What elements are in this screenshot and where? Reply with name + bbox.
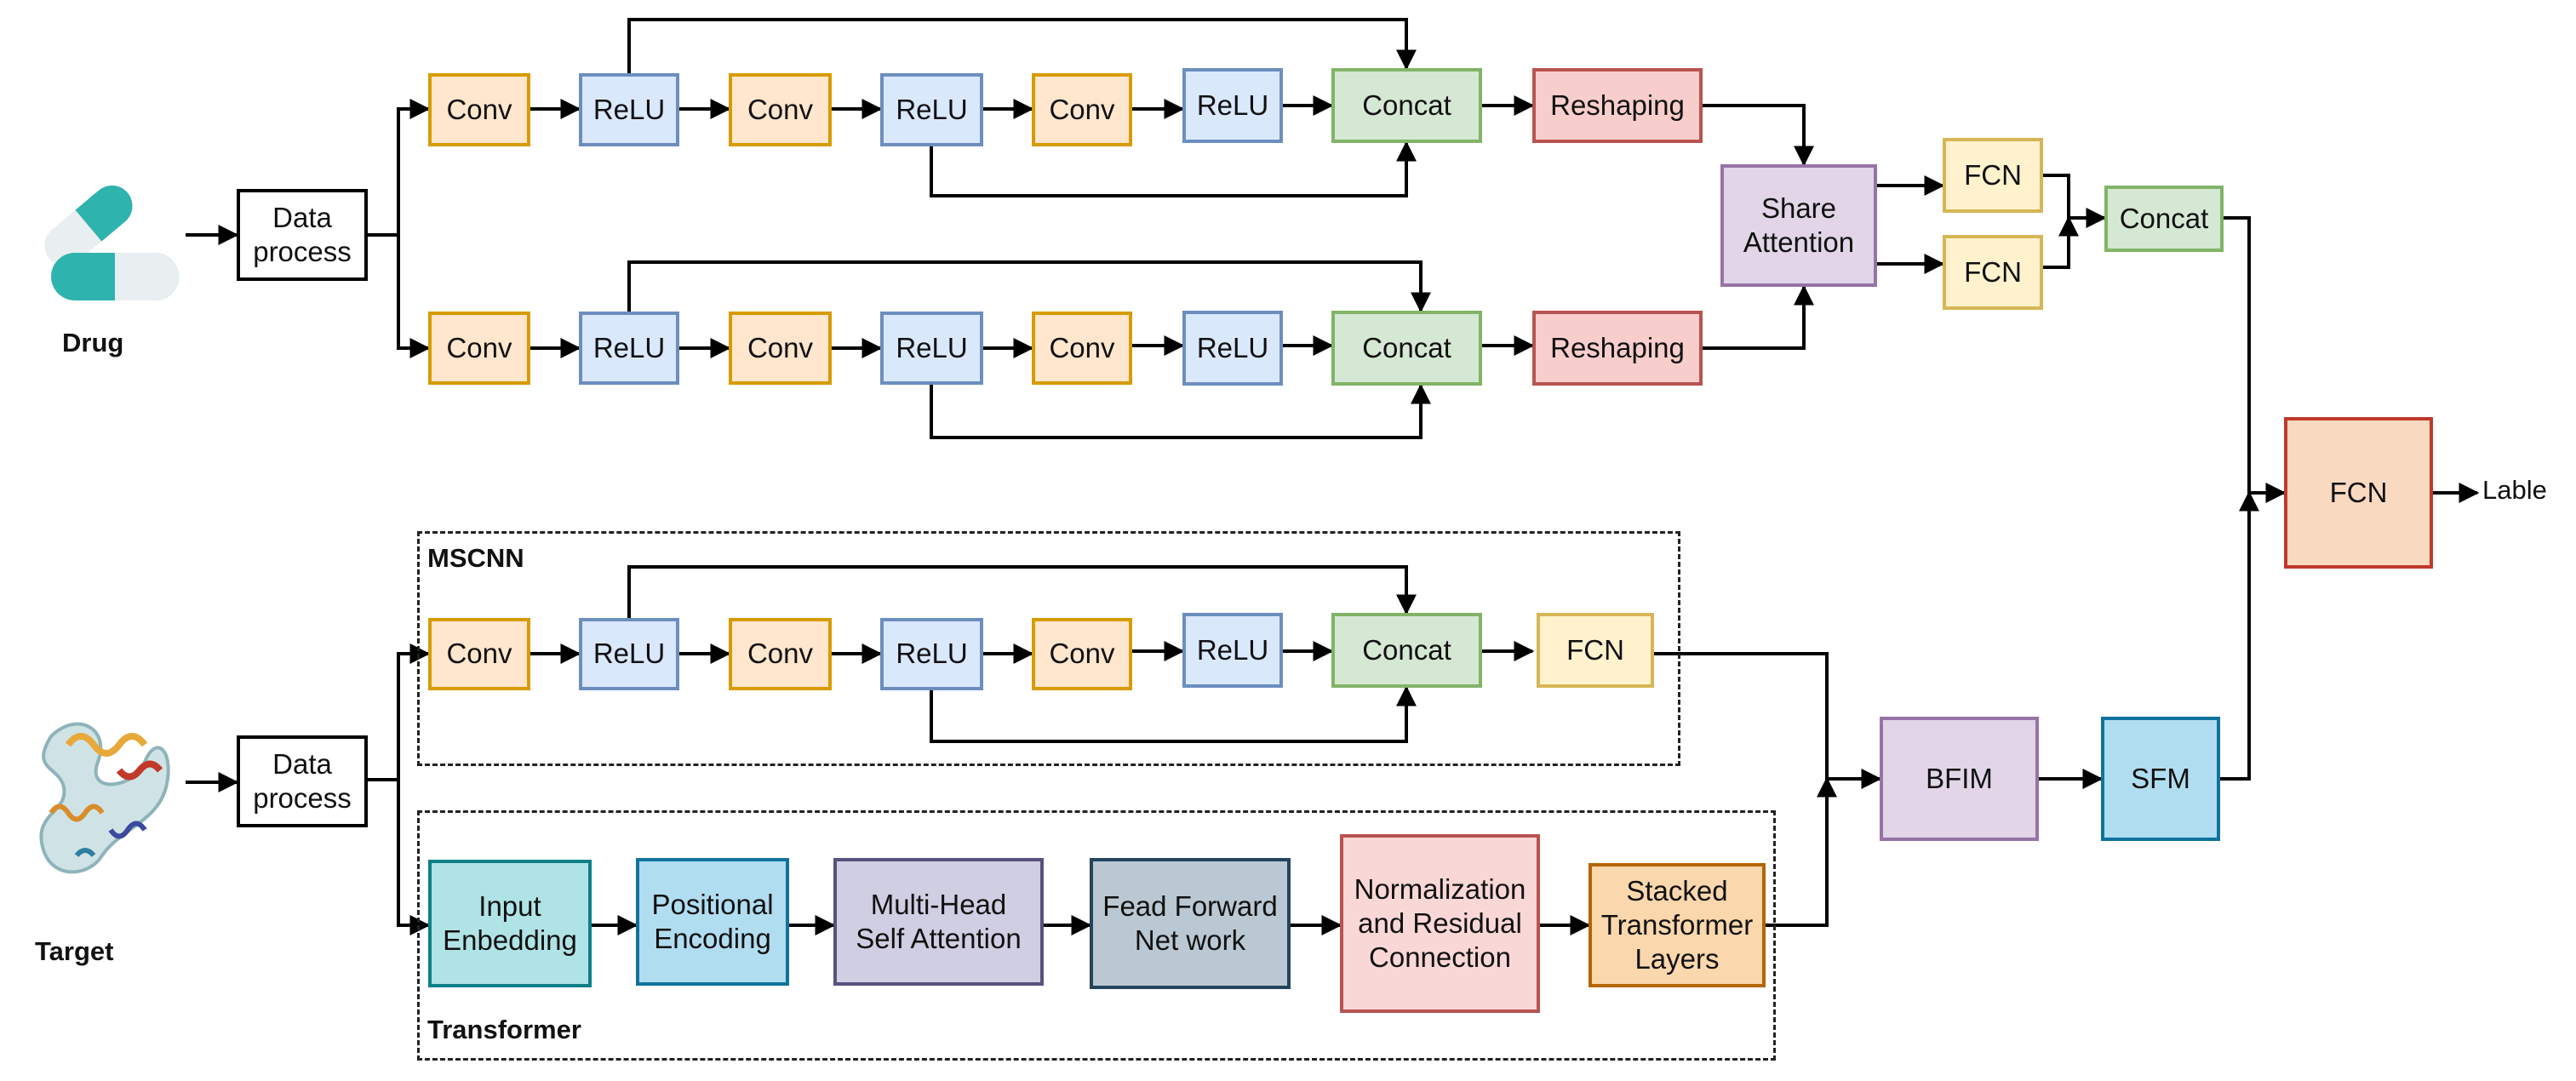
- arrow-mscnn-skip-top: [627, 565, 1417, 618]
- arrow-mscnn-fcn-to-bfim: [1654, 652, 1882, 789]
- mscnn-relu-2: ReLU: [880, 618, 983, 690]
- protein-icon: [39, 722, 170, 874]
- sfm-module: SFM: [2101, 717, 2220, 841]
- drug-row2-conv-3: Conv: [1032, 312, 1132, 385]
- drug-row2-relu-3: ReLU: [1182, 311, 1283, 386]
- arrow-concat-to-final-fcn: [2224, 216, 2287, 503]
- drug-row2-relu-2: ReLU: [880, 312, 983, 385]
- multi-head-self-attention: Multi-Head Self Attention: [833, 858, 1044, 986]
- arrow-row1-skip-bottom: [930, 140, 1417, 197]
- drug-row1-relu-2: ReLU: [880, 73, 983, 146]
- arrow-fcns-to-concat: [2043, 174, 2107, 228]
- arrow-row2-skip-top: [627, 260, 1431, 313]
- drug-row2-concat: Concat: [1331, 311, 1482, 386]
- stacked-transformer-layers: Stacked Transformer Layers: [1589, 863, 1766, 987]
- drug-row2-reshaping: Reshaping: [1532, 311, 1703, 386]
- drug-fcn-bottom: FCN: [1943, 235, 2043, 310]
- share-attention: Share Attention: [1720, 164, 1877, 287]
- arrow-sfm-to-final-fcn: [2220, 490, 2259, 781]
- arrow-row1-skip-top: [627, 18, 1417, 73]
- drug-row1-conv-1: Conv: [428, 73, 530, 146]
- target-data-process: Data process: [237, 735, 368, 827]
- drug-row1-concat: Concat: [1331, 68, 1482, 143]
- mscnn-title: MSCNN: [427, 543, 524, 573]
- drug-row2-relu-1: ReLU: [579, 312, 679, 385]
- drug-data-process: Data process: [237, 189, 368, 281]
- positional-encoding: Positional Encoding: [636, 858, 789, 986]
- drug-row1-relu-3: ReLU: [1182, 68, 1283, 143]
- drug-label: Drug: [62, 328, 124, 357]
- drug-row2-conv-2: Conv: [729, 312, 832, 385]
- final-fcn: FCN: [2284, 417, 2433, 569]
- mscnn-region: [417, 531, 1680, 766]
- arrow-row2-skip-bottom: [930, 383, 1431, 439]
- mscnn-relu-1: ReLU: [579, 618, 679, 690]
- feed-forward-network: Fead Forward Net work: [1090, 858, 1291, 989]
- drug-fcn-top: FCN: [1943, 138, 2043, 213]
- drug-row1-reshaping: Reshaping: [1532, 68, 1703, 143]
- transformer-region: [417, 810, 1776, 1061]
- transformer-title: Transformer: [427, 1015, 581, 1044]
- drug-row2-conv-1: Conv: [428, 312, 530, 385]
- arrow-drug-process-to-row2: [397, 235, 431, 358]
- drug-concat-out: Concat: [2104, 186, 2224, 252]
- input-embedding: Input Enbedding: [428, 860, 592, 987]
- arrow-transformer-to-bfim: [1766, 776, 1837, 927]
- mscnn-concat: Concat: [1331, 613, 1482, 688]
- arrow-drug-process-to-row1: [368, 99, 431, 237]
- arrow-mscnn-skip-bottom: [930, 685, 1417, 743]
- drug-row1-conv-3: Conv: [1032, 73, 1132, 146]
- mscnn-fcn: FCN: [1537, 613, 1654, 688]
- mscnn-conv-3: Conv: [1032, 618, 1132, 690]
- arrow-row2-reshape-to-attention: [1703, 284, 1814, 350]
- normalization-residual: Normalization and Residual Connection: [1340, 834, 1540, 1013]
- drug-row1-conv-2: Conv: [729, 73, 832, 146]
- bfim-module: BFIM: [1880, 717, 2039, 841]
- arrow-row1-reshape-to-attention: [1703, 104, 1814, 167]
- output-label: Lable: [2482, 475, 2547, 505]
- target-label: Target: [35, 936, 114, 966]
- drug-row1-relu-1: ReLU: [579, 73, 679, 146]
- mscnn-conv-1: Conv: [428, 618, 530, 690]
- mscnn-conv-2: Conv: [729, 618, 832, 690]
- mscnn-relu-3: ReLU: [1182, 613, 1283, 688]
- pill-icon: [44, 185, 179, 300]
- arrow-target-process-to-mscnn: [368, 643, 431, 781]
